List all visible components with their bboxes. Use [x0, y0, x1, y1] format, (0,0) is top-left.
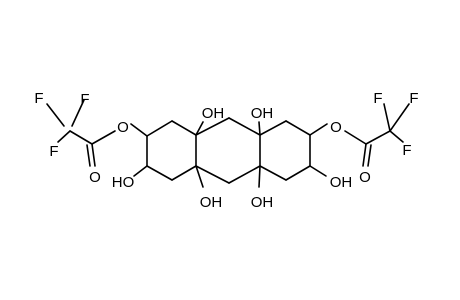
bond	[228, 117, 261, 136]
bond	[171, 165, 197, 181]
bond	[130, 123, 148, 137]
bond	[285, 120, 311, 136]
bond	[71, 99, 85, 127]
bond	[57, 130, 71, 143]
bonds	[46, 99, 410, 188]
fluorine-label: F	[49, 143, 58, 160]
bond	[195, 121, 204, 136]
bond	[195, 117, 230, 136]
bond	[285, 165, 311, 181]
bond	[258, 165, 261, 188]
bond	[146, 120, 173, 137]
oxygen-label: O	[359, 169, 371, 186]
oxygen-label: O	[117, 119, 129, 136]
bond	[365, 130, 391, 145]
bond	[86, 144, 91, 167]
oxygen-label: O	[89, 169, 101, 186]
bond	[383, 103, 391, 132]
bond	[69, 130, 93, 145]
hydroxyl-label: HO	[112, 174, 135, 191]
bond	[46, 103, 65, 127]
bond	[91, 143, 96, 167]
fluorine-label: F	[34, 90, 43, 107]
bond	[309, 165, 327, 177]
bond	[259, 165, 287, 181]
bond	[258, 121, 261, 136]
fluorine-label: F	[402, 142, 411, 159]
bond	[389, 130, 404, 143]
bond	[195, 165, 230, 184]
bond	[171, 120, 197, 136]
fluorine-label: F	[80, 91, 89, 108]
hydroxyl-label: OH	[200, 194, 223, 211]
bond	[389, 103, 410, 132]
bond	[91, 130, 116, 145]
bond	[362, 143, 367, 167]
fluorine-label: F	[373, 90, 382, 107]
hydroxyl-label: OH	[330, 174, 353, 191]
bond	[133, 165, 148, 177]
hydroxyl-label: OH	[251, 105, 274, 122]
bond	[309, 123, 328, 136]
bond	[367, 144, 372, 167]
bond	[228, 165, 261, 184]
atom-labels: F F F O O HO OH OH OH OH O O OH F F F	[34, 90, 418, 211]
oxygen-label: O	[330, 119, 342, 136]
hydroxyl-label: OH	[251, 194, 274, 211]
bond	[344, 130, 367, 145]
bond	[195, 165, 204, 188]
fluorine-label: F	[409, 90, 418, 107]
bond	[146, 165, 173, 181]
bond	[259, 120, 287, 136]
hydroxyl-label: OH	[202, 105, 225, 122]
